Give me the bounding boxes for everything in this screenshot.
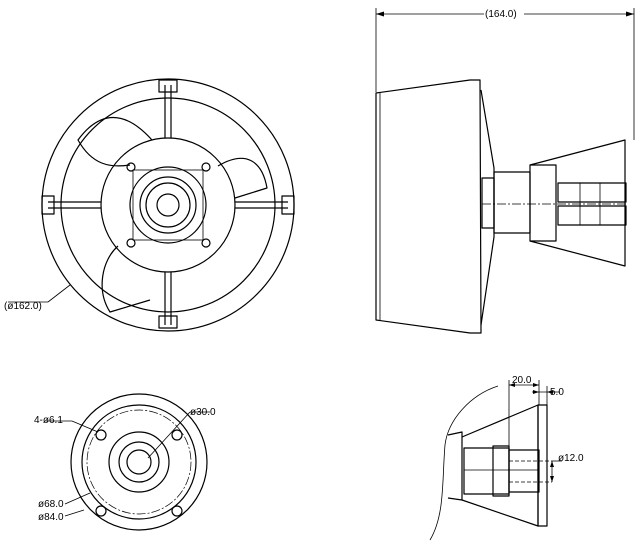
hub-step-label: 5.0 — [550, 387, 564, 398]
hub-dimensions: 20.0 5.0 ø12.0 — [509, 375, 584, 482]
side-view — [375, 8, 635, 334]
bolt-circle-label: ø68.0 — [38, 499, 64, 510]
hub-length-label: 20.0 — [512, 375, 532, 386]
overall-length-label: (164.0) — [485, 9, 517, 20]
bolt-holes-label: 4-ø6.1 — [34, 415, 63, 426]
hub-detail-view — [429, 380, 562, 541]
outer-diameter-label: (ø162.0) — [4, 301, 42, 312]
front-view — [8, 78, 295, 332]
outer-diameter-dimension: (ø162.0) — [4, 301, 42, 312]
overall-length-dimension: (164.0) — [376, 7, 634, 20]
center-bore-label: ø30.0 — [190, 407, 216, 418]
shaft-diameter-label: ø12.0 — [558, 453, 584, 464]
flange-view — [46, 393, 210, 531]
flange-dimensions: 4-ø6.1 ø30.0 ø68.0 ø84.0 — [34, 407, 216, 523]
flange-diameter-label: ø84.0 — [38, 512, 64, 523]
